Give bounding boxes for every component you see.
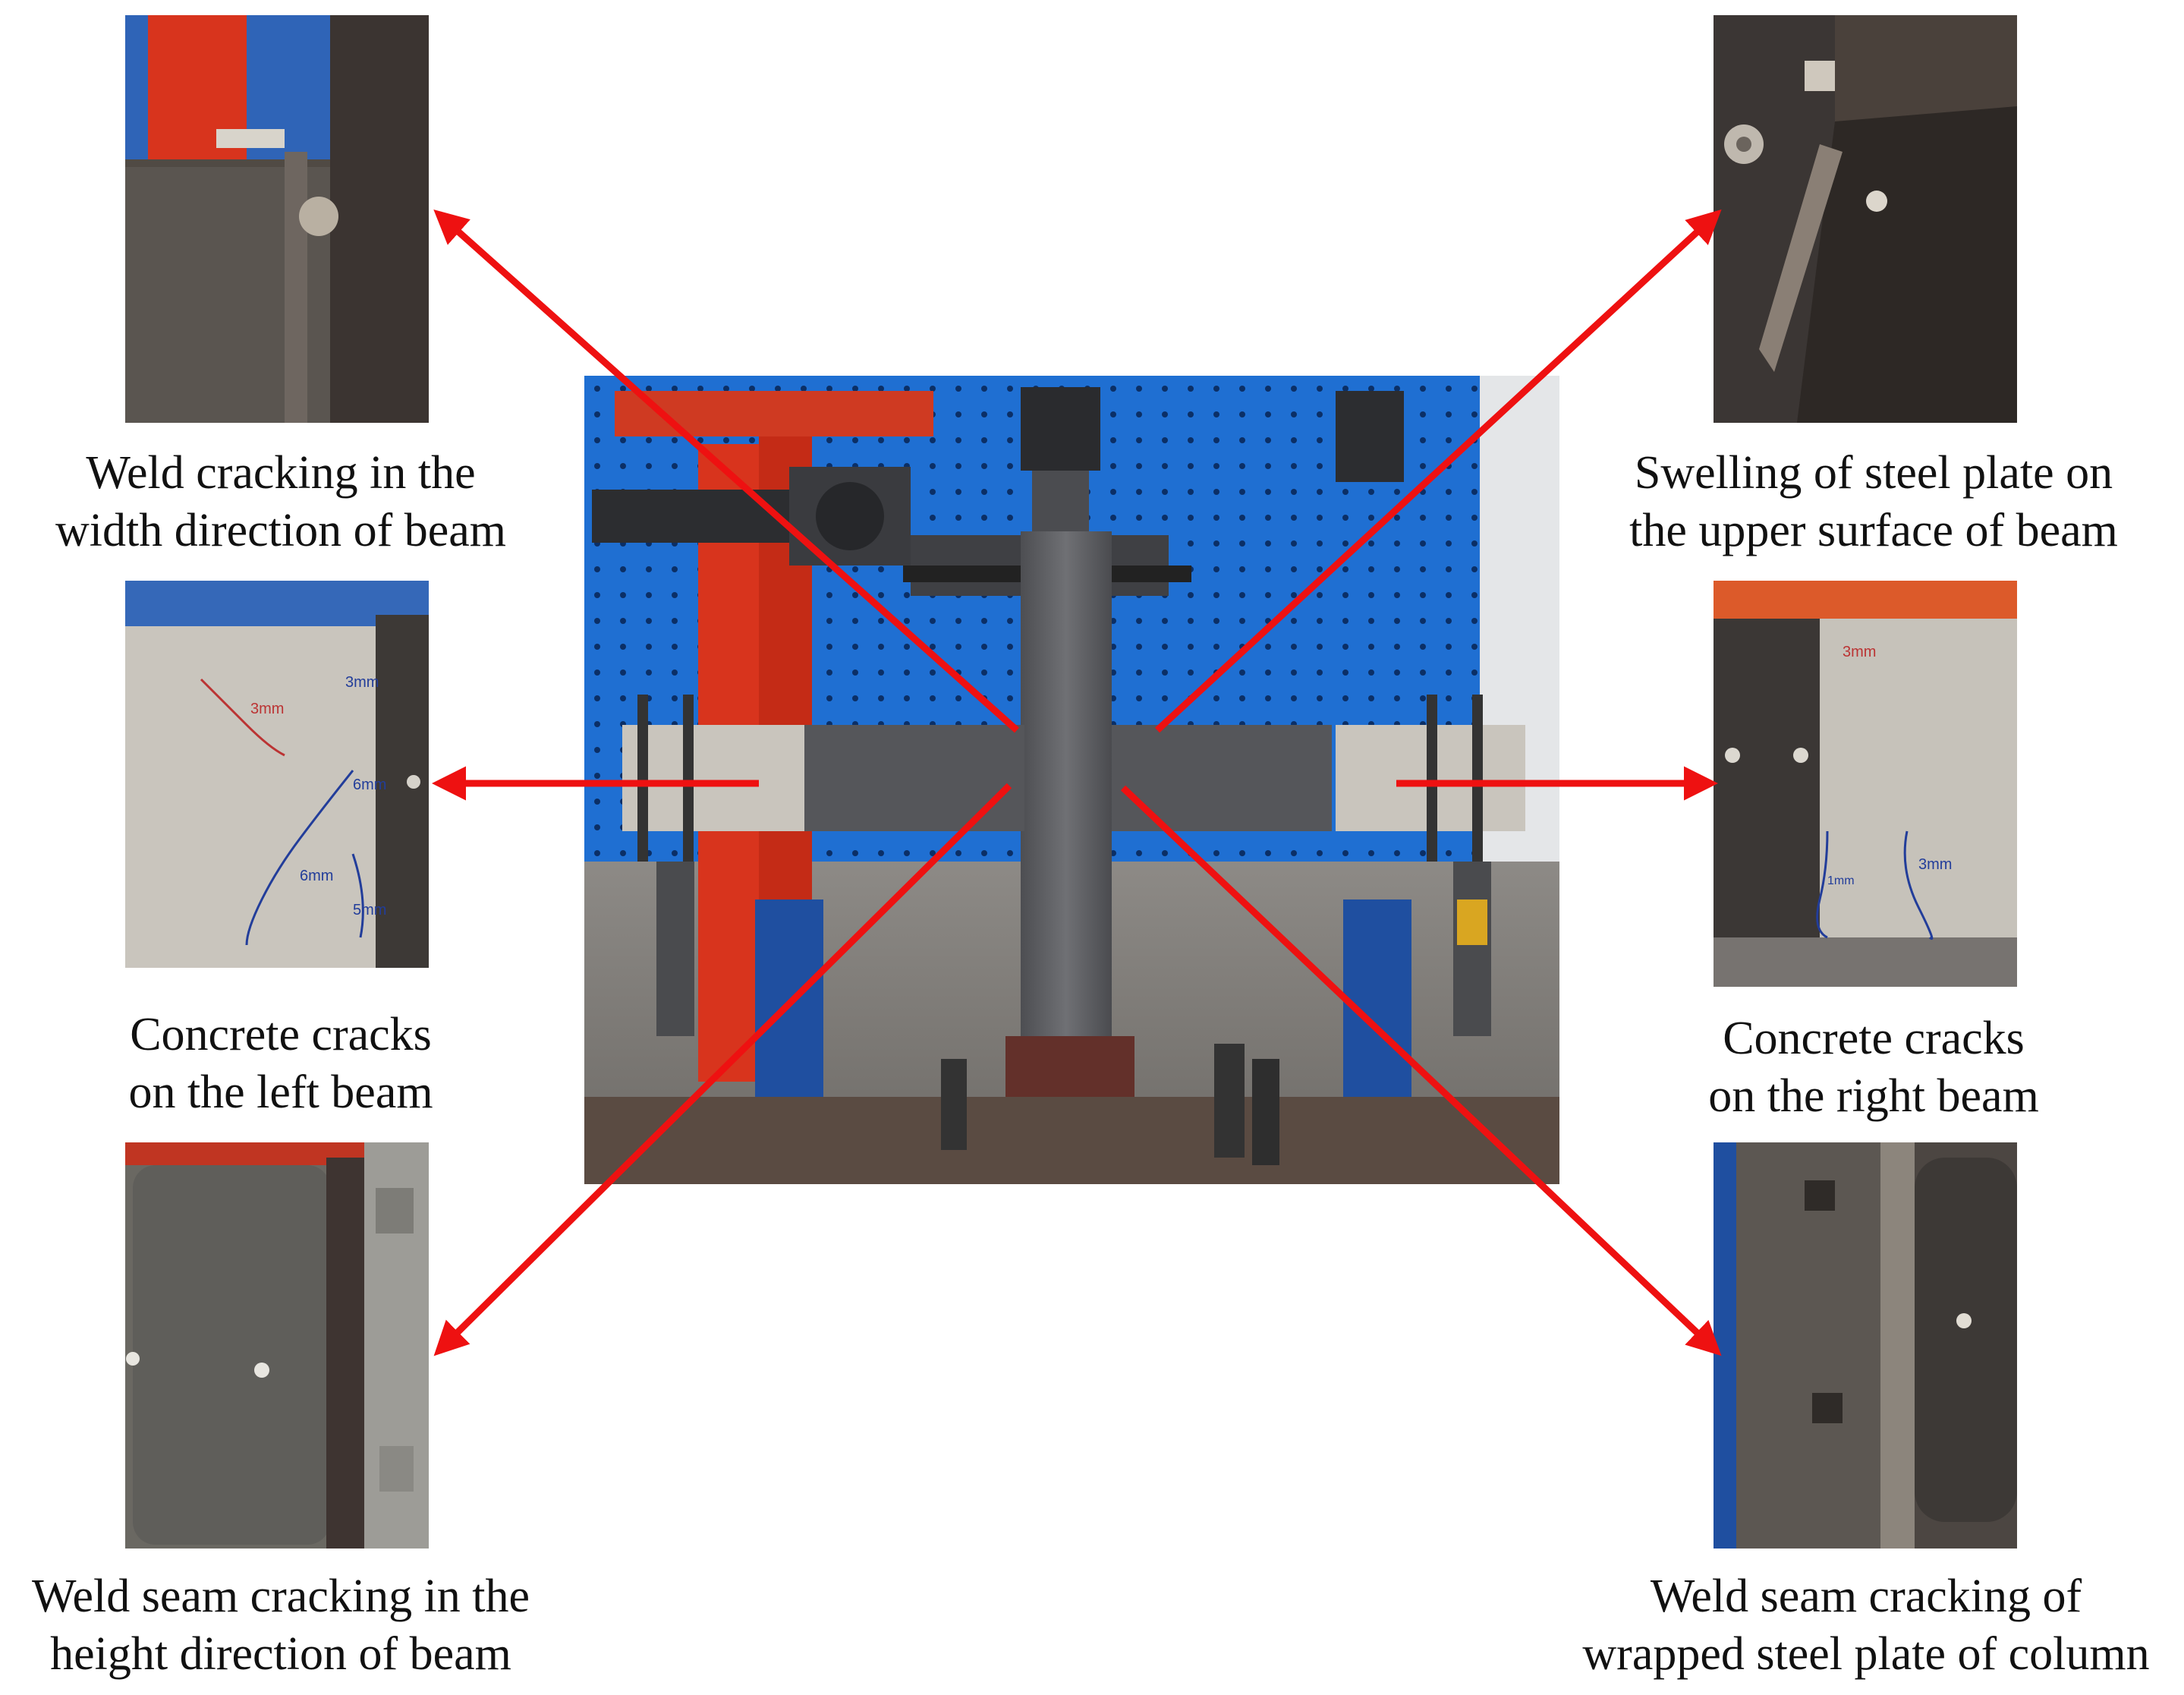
caption-top-left: Weld cracking in the width direction of … — [0, 444, 562, 559]
caption-bot-left-line-1: Weld seam cracking in the — [31, 1571, 530, 1622]
left-crack-label-3: 6mm — [353, 777, 386, 793]
right-crack-label-1: 3mm — [1843, 644, 1876, 660]
photo-right-beam-concrete-cracks: 3mm 3mm 1mm — [1714, 581, 2017, 987]
caption-bot-right: Weld seam cracking of wrapped steel plat… — [1548, 1567, 2184, 1683]
caption-mid-left: Concrete cracks on the left beam — [0, 1006, 562, 1121]
caption-top-left-line-1: Weld cracking in the — [86, 447, 476, 499]
photo-column-wrapped-plate-weld-crack — [1714, 1142, 2017, 1548]
left-crack-label-5: 5mm — [353, 902, 386, 918]
caption-top-right: Swelling of steel plate on the upper sur… — [1563, 444, 2184, 559]
caption-top-left-line-2: width direction of beam — [55, 505, 506, 556]
caption-bot-right-line-2: wrapped steel plate of column — [1582, 1628, 2150, 1680]
center-test-setup-photo — [584, 376, 1559, 1184]
caption-bot-left: Weld seam cracking in the height directi… — [0, 1567, 562, 1683]
photo-left-beam-concrete-cracks: 3mm 3mm 6mm 6mm 5mm — [125, 581, 429, 968]
caption-mid-right-line-1: Concrete cracks — [1723, 1013, 2025, 1064]
caption-mid-left-line-1: Concrete cracks — [130, 1009, 432, 1060]
caption-bot-left-line-2: height direction of beam — [50, 1628, 511, 1680]
left-crack-label-4: 6mm — [300, 868, 333, 884]
caption-top-right-line-2: the upper surface of beam — [1629, 505, 2118, 556]
photo-weld-crack-width-direction — [125, 15, 429, 423]
right-crack-label-3: 1mm — [1827, 874, 1855, 887]
caption-mid-right: Concrete cracks on the right beam — [1563, 1010, 2184, 1125]
caption-bot-right-line-1: Weld seam cracking of — [1650, 1571, 2082, 1622]
photo-weld-crack-height-direction — [125, 1142, 429, 1548]
left-crack-label-2: 3mm — [250, 701, 284, 717]
caption-top-right-line-1: Swelling of steel plate on — [1634, 447, 2113, 499]
photo-steel-plate-swelling — [1714, 15, 2017, 423]
caption-mid-right-line-2: on the right beam — [1708, 1070, 2039, 1122]
right-crack-label-2: 3mm — [1918, 856, 1952, 873]
left-crack-label-1: 3mm — [345, 674, 379, 691]
caption-mid-left-line-2: on the left beam — [128, 1066, 433, 1118]
